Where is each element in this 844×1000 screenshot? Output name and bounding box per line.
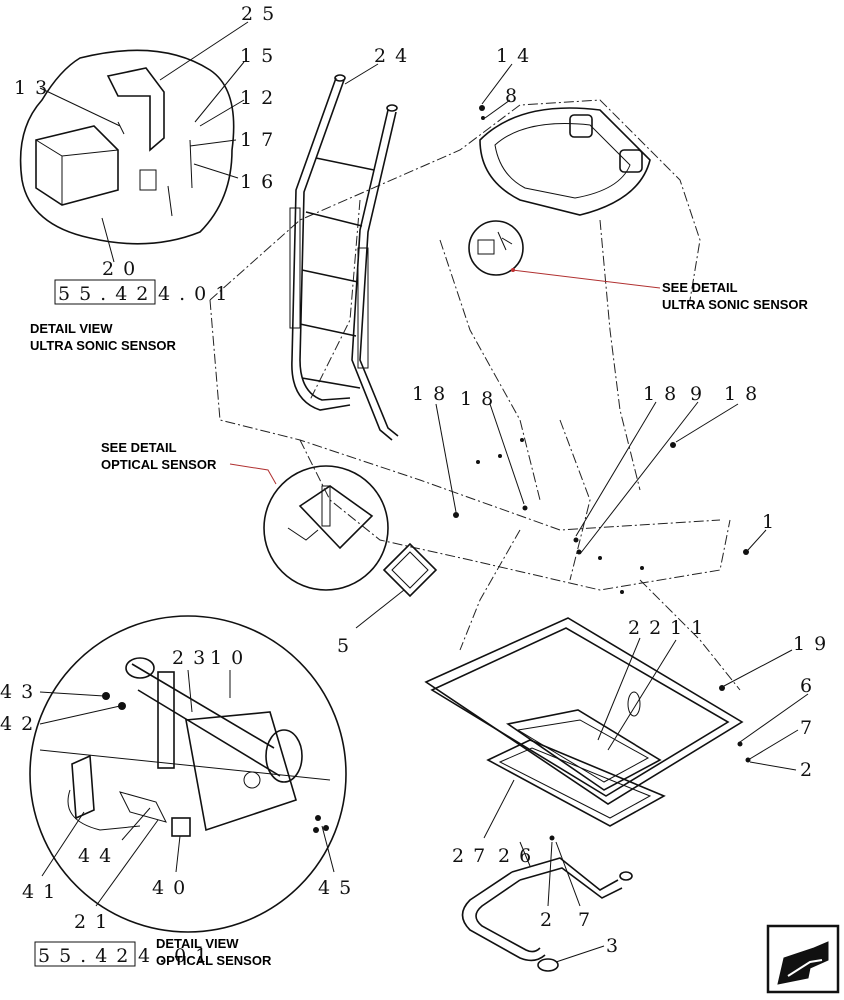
ladder xyxy=(289,74,399,441)
callout-labels: 25 24 14 8 13 15 12 17 16 20 18 18 18 9 … xyxy=(0,3,835,957)
callout-11: 11 xyxy=(670,617,712,639)
callout-9: 9 xyxy=(690,383,711,405)
callout-24: 24 xyxy=(374,45,416,67)
callout-2b: 2 xyxy=(540,909,561,931)
ultrasonic-sensor-location xyxy=(468,220,524,276)
callout-21: 21 xyxy=(74,911,116,933)
tube xyxy=(461,857,633,962)
callout-44: 44 xyxy=(78,845,120,867)
callout-42: 42 xyxy=(0,713,42,735)
detail-ultrasonic-title: DETAIL VIEW xyxy=(30,321,113,336)
callout-40: 40 xyxy=(152,877,194,899)
callout-19: 19 xyxy=(793,633,835,655)
callout-6: 6 xyxy=(800,675,821,697)
ultrasonic-marker xyxy=(511,268,515,272)
callout-13: 13 xyxy=(14,77,56,99)
ref-optical-suffix: 4.01 xyxy=(138,945,216,967)
detail-optical-subtitle: OPTICAL SENSOR xyxy=(156,953,272,968)
callout-7b: 7 xyxy=(578,909,599,931)
callout-8: 8 xyxy=(505,85,526,107)
callout-7a: 7 xyxy=(800,717,821,739)
callout-26: 26 xyxy=(498,845,540,867)
callout-2a: 2 xyxy=(800,759,821,781)
see-ultrasonic-title: SEE DETAIL xyxy=(662,280,738,295)
detail-ultrasonic-subtitle: ULTRA SONIC SENSOR xyxy=(30,338,177,353)
callout-1: 1 xyxy=(762,511,783,533)
see-optical-title: SEE DETAIL xyxy=(101,440,177,455)
ultrasonic-leader xyxy=(511,269,661,289)
callout-22: 22 xyxy=(628,617,670,639)
optical-sensor-location xyxy=(263,465,389,591)
callout-10: 10 xyxy=(210,647,252,669)
optical-leader xyxy=(229,463,277,485)
hopper-tray xyxy=(424,617,744,805)
ref-optical: 55.42 4.01 xyxy=(34,941,216,967)
callout-27: 27 xyxy=(452,845,494,867)
callout-16: 16 xyxy=(240,171,282,193)
previous-page-button[interactable] xyxy=(766,924,840,994)
callout-18c: 18 xyxy=(643,383,685,405)
see-ultrasonic-subtitle: ULTRA SONIC SENSOR xyxy=(662,297,809,312)
ref-ultrasonic: 55.42 4.01 xyxy=(54,279,236,305)
see-optical-subtitle: OPTICAL SENSOR xyxy=(101,457,217,472)
callout-15: 15 xyxy=(240,45,282,67)
callout-45: 45 xyxy=(318,877,360,899)
detail-optical-title: DETAIL VIEW xyxy=(156,936,239,951)
callout-5: 5 xyxy=(337,635,358,657)
callout-20: 20 xyxy=(102,258,144,280)
clamp xyxy=(537,958,559,972)
callout-23: 23 xyxy=(172,647,214,669)
callout-18a: 18 xyxy=(412,383,454,405)
ref-ultrasonic-boxed: 55.42 xyxy=(58,283,157,305)
callout-17: 17 xyxy=(240,129,282,151)
top-hatch xyxy=(479,107,651,216)
arrow-down-left-icon xyxy=(777,941,829,985)
callout-41: 41 xyxy=(22,881,64,903)
optical-detail-circle xyxy=(29,615,347,933)
callout-43: 43 xyxy=(0,681,42,703)
ref-ultrasonic-suffix: 4.01 xyxy=(158,283,236,305)
callout-14: 14 xyxy=(496,45,538,67)
notes: DETAIL VIEW ULTRA SONIC SENSOR SEE DETAI… xyxy=(30,280,809,968)
callout-3: 3 xyxy=(606,935,627,957)
sensor-plate xyxy=(382,542,438,598)
callout-25: 25 xyxy=(241,3,283,25)
ref-optical-boxed: 55.42 xyxy=(38,945,137,967)
ultrasonic-detail-blob xyxy=(19,49,235,245)
gasket-plate xyxy=(486,739,666,827)
callout-12: 12 xyxy=(240,87,282,109)
callout-18d: 18 xyxy=(724,383,766,405)
callout-18b: 18 xyxy=(460,388,502,410)
leader-lines xyxy=(39,21,809,963)
